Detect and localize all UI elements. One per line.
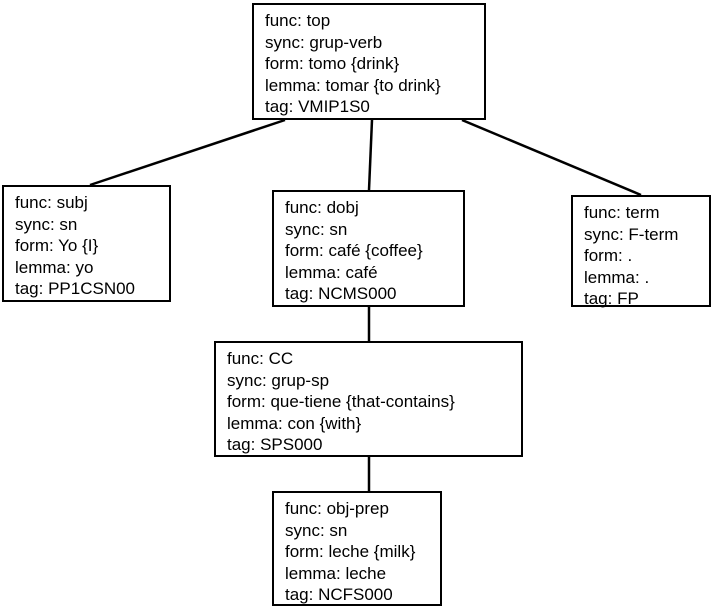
node-dobj-lemma: lemma: café	[285, 262, 378, 282]
node-obj-prep-form: form: leche {milk}	[285, 542, 416, 562]
node-cc-form: form: que-tiene {that-contains}	[227, 392, 455, 412]
node-cc: func: CC sync: grup-sp form: que-tiene {…	[214, 341, 523, 457]
node-term-sync: sync: F-term	[584, 224, 679, 244]
node-dobj-sync: sync: sn	[285, 219, 348, 239]
edge-top-dobj	[367, 119, 374, 191]
node-dobj-form: form: café {coffee}	[285, 241, 423, 261]
node-dobj-tag: tag: NCMS000	[285, 284, 397, 304]
node-subj: func: subj sync: sn form: Yo {I} lemma: …	[2, 185, 171, 302]
node-obj-prep-tag: tag: NCFS000	[285, 585, 393, 605]
node-top-lemma: lemma: tomar {to drink}	[265, 75, 441, 95]
node-dobj: func: dobj sync: sn form: café {coffee} …	[272, 190, 465, 307]
node-top-func: func: top	[265, 11, 331, 30]
node-term-lemma: lemma: .	[584, 267, 650, 287]
node-term-form: form: .	[584, 246, 633, 266]
node-term-tag: tag: FP	[584, 289, 639, 309]
node-subj-form: form: Yo {I}	[15, 236, 99, 256]
node-obj-prep-lemma: lemma: leche	[285, 563, 387, 583]
node-obj-prep-sync: sync: sn	[285, 520, 348, 540]
node-subj-lemma: lemma: yo	[15, 257, 94, 277]
node-term-func: func: term	[584, 203, 660, 222]
node-top-sync: sync: grup-verb	[265, 32, 383, 52]
node-subj-tag: tag: PP1CSN00	[15, 279, 136, 299]
node-cc-tag: tag: SPS000	[227, 435, 323, 455]
node-cc-sync: sync: grup-sp	[227, 370, 330, 390]
node-cc-func: func: CC	[227, 349, 294, 368]
node-subj-func: func: subj	[15, 193, 88, 212]
node-top: func: top sync: grup-verb form: tomo {dr…	[252, 3, 486, 120]
node-obj-prep-func: func: obj-prep	[285, 499, 389, 518]
node-subj-sync: sync: sn	[15, 214, 78, 234]
node-top-form: form: tomo {drink}	[265, 54, 400, 74]
node-obj-prep: func: obj-prep sync: sn form: leche {mil…	[272, 491, 442, 606]
node-term: func: term sync: F-term form: . lemma: .…	[571, 195, 711, 309]
node-top-tag: tag: VMIP1S0	[265, 97, 370, 117]
node-dobj-func: func: dobj	[285, 198, 359, 217]
edge-top-term	[461, 118, 642, 197]
edge-top-subj	[89, 118, 286, 187]
node-cc-lemma: lemma: con {with}	[227, 413, 362, 433]
